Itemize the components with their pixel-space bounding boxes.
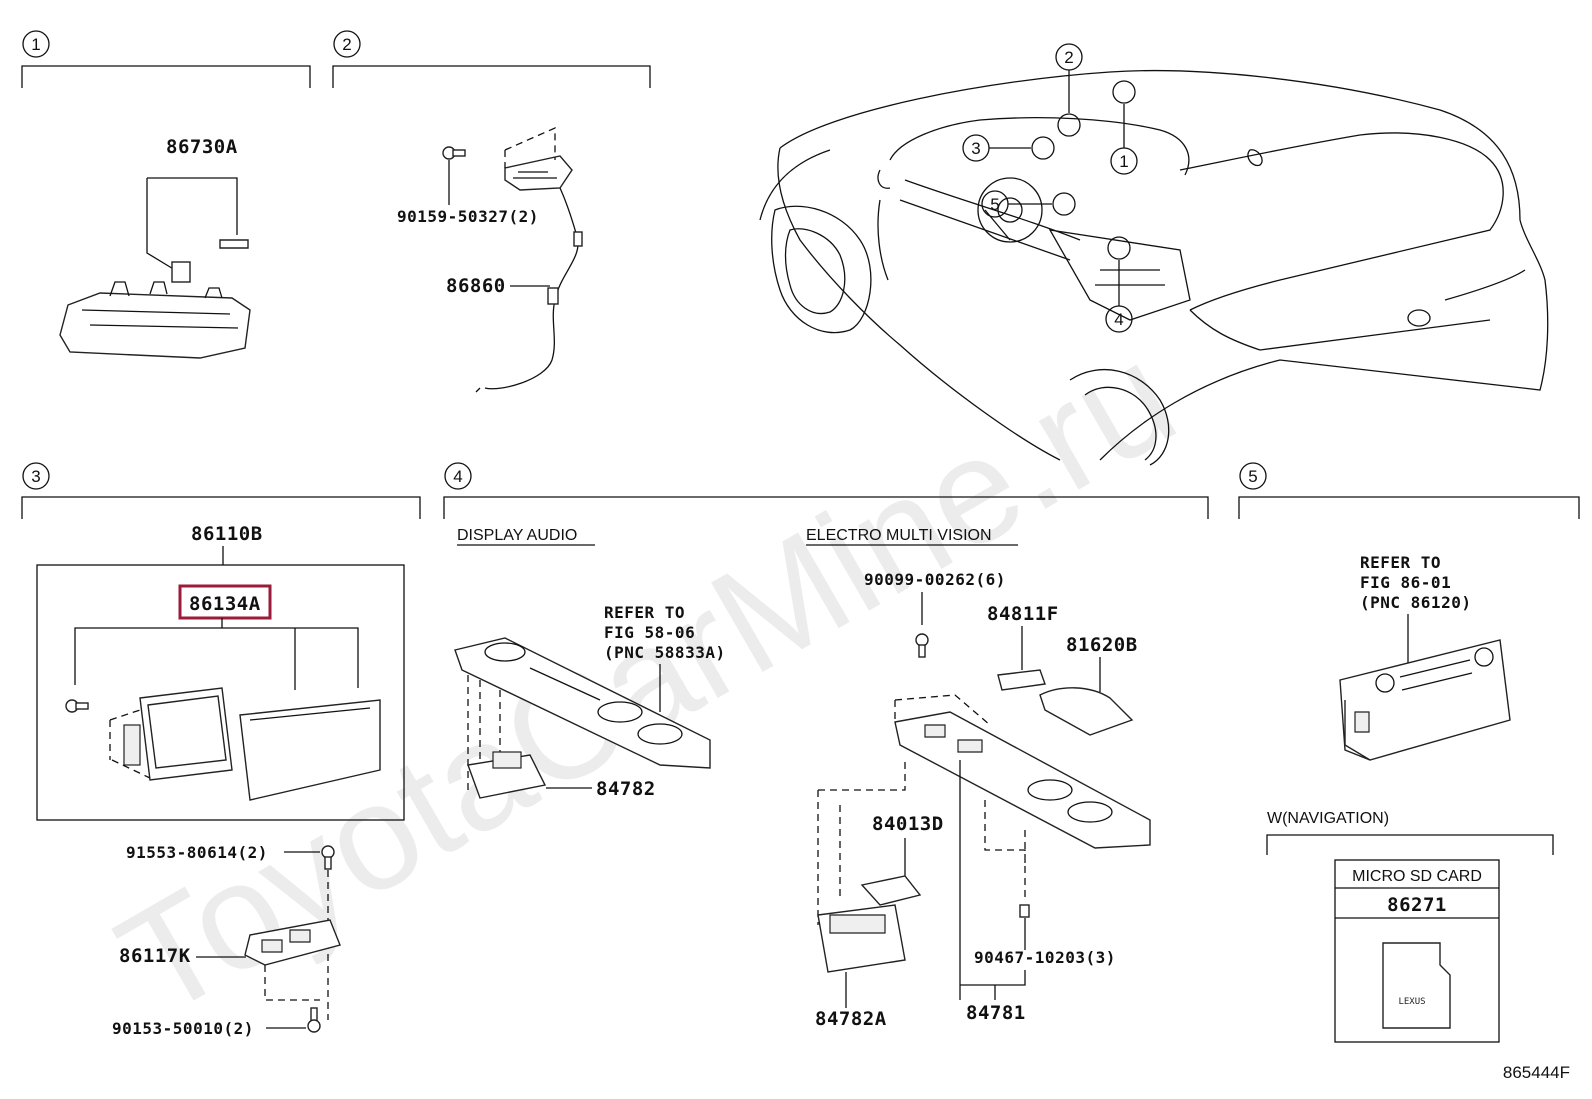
refer-58-line3: (PNC 58833A) [604,643,726,662]
section-5: 5 REFER TO FIG 86-01 (PNC 86120) W(NAVIG… [1238,462,1580,1043]
part-86117K-label[interactable]: 86117K [119,945,191,967]
micro-sd-card-header: MICRO SD CARD [1352,868,1482,885]
refer-86-line3: (PNC 86120) [1360,593,1471,612]
display-screen-icon [109,687,381,801]
section-4-number: 4 [453,467,462,486]
svg-text:3: 3 [971,139,980,158]
microphone-unit-icon [475,127,583,393]
overhead-console-icon [59,239,251,359]
refer-58-line2: FIG 58-06 [604,623,695,642]
part-90159-label[interactable]: 90159-50327(2) [397,207,539,226]
console-panel-display-audio-icon [454,637,711,790]
assembly-86110B-box [36,564,405,821]
part-81620B-icon [1039,687,1134,736]
location-marker-3 [1031,136,1055,160]
car-body-sketch [759,69,1549,466]
svg-text:4: 4 [1114,310,1123,329]
section-3-marker [22,462,50,490]
screw-display-icon [65,699,89,713]
section-5-bracket [1238,496,1580,519]
section-3: 3 86110B 86134A 91553-80614(2) [21,462,421,1038]
part-90467-label[interactable]: 90467-10203(3) [974,948,1116,967]
car-callout-4: 4 [1105,260,1133,333]
sd-card-brand-text: LEXUS [1398,997,1425,1007]
part-84782A-label[interactable]: 84782A [815,1008,887,1030]
screw-90099-icon [915,633,929,658]
part-86134A-label[interactable]: 86134A [189,593,261,615]
display-audio-header: DISPLAY AUDIO [457,527,577,544]
part-84782-label[interactable]: 84782 [596,778,656,800]
section-3-bracket [21,496,421,519]
section-2-marker [333,30,361,58]
car-callout-3: 3 [962,134,1031,162]
section-1-bracket [21,65,311,88]
part-86134A-leader [74,618,359,690]
section-5-number: 5 [1248,467,1257,486]
emv-dashes [817,760,1026,925]
section-1-marker [22,30,50,58]
bracket-86117K-icon [244,919,341,966]
part-86110B-label[interactable]: 86110B [191,523,263,545]
section-1-number: 1 [31,35,40,54]
location-marker-4 [1107,236,1131,260]
micro-sd-card-box [1334,859,1500,1043]
navigation-header: W(NAVIGATION) [1267,810,1389,827]
part-84781-bracket [960,970,1026,986]
part-84013D-label[interactable]: 84013D [872,813,944,835]
car-callout-1: 1 [1110,104,1138,175]
refer-58-line1: REFER TO [604,603,685,622]
refer-86-line2: FIG 86-01 [1360,573,1451,592]
section-2-number: 2 [342,35,351,54]
part-90153-label[interactable]: 90153-50010(2) [112,1019,254,1038]
part-86860-label[interactable]: 86860 [446,275,506,297]
figure-id: 865444F [1503,1063,1570,1082]
console-panel-emv-icon [894,694,1151,849]
micro-sd-card-icon: LEXUS [1382,942,1451,1029]
electro-multi-vision-header: ELECTRO MULTI VISION [806,527,992,544]
part-86730A-label[interactable]: 86730A [166,136,238,158]
section-3-number: 3 [31,467,40,486]
svg-text:5: 5 [990,195,999,214]
section-2-bracket [332,65,651,88]
part-84811F-icon [997,669,1046,691]
part-86730A-leader [146,177,238,271]
svg-text:2: 2 [1064,48,1073,67]
part-84781-label[interactable]: 84781 [966,1002,1026,1024]
car-callout-2: 2 [1055,43,1083,113]
part-81620B-label[interactable]: 81620B [1066,634,1138,656]
location-marker-1 [1112,80,1136,104]
section-1: 1 86730A [21,30,311,359]
part-84013D-icon [860,875,922,906]
part-86134A-highlight [178,584,272,620]
part-91553-label[interactable]: 91553-80614(2) [126,843,268,862]
navigation-bracket [1266,834,1554,855]
section-4: 4 DISPLAY AUDIO ELECTRO MULTI VISION REF… [443,462,1209,1030]
section-2: 2 90159-50327(2) 86860 [332,30,651,393]
section-4-marker [444,462,472,490]
clip-90467-icon [1019,904,1030,918]
switch-84782-icon [467,751,547,799]
location-marker-5 [1052,192,1076,216]
radio-unit-icon [1339,639,1511,761]
screw-90159-icon [442,146,466,160]
part-86271-label[interactable]: 86271 [1387,894,1447,916]
micro-sd-card-dividers [1335,887,1499,919]
svg-text:1: 1 [1119,152,1128,171]
part-90099-label[interactable]: 90099-00262(6) [864,570,1006,589]
section-5-marker [1239,462,1267,490]
refer-86-line1: REFER TO [1360,553,1441,572]
screw-90153-icon [307,1007,321,1033]
screw-91553-icon [321,845,335,870]
car-callout-5: 5 [981,190,1052,218]
part-84811F-label[interactable]: 84811F [987,603,1059,625]
section-4-bracket [443,496,1209,519]
location-marker-2 [1057,113,1081,137]
switch-84782A-icon [817,904,906,973]
car-overview: 1 2 3 4 5 [759,43,1549,466]
